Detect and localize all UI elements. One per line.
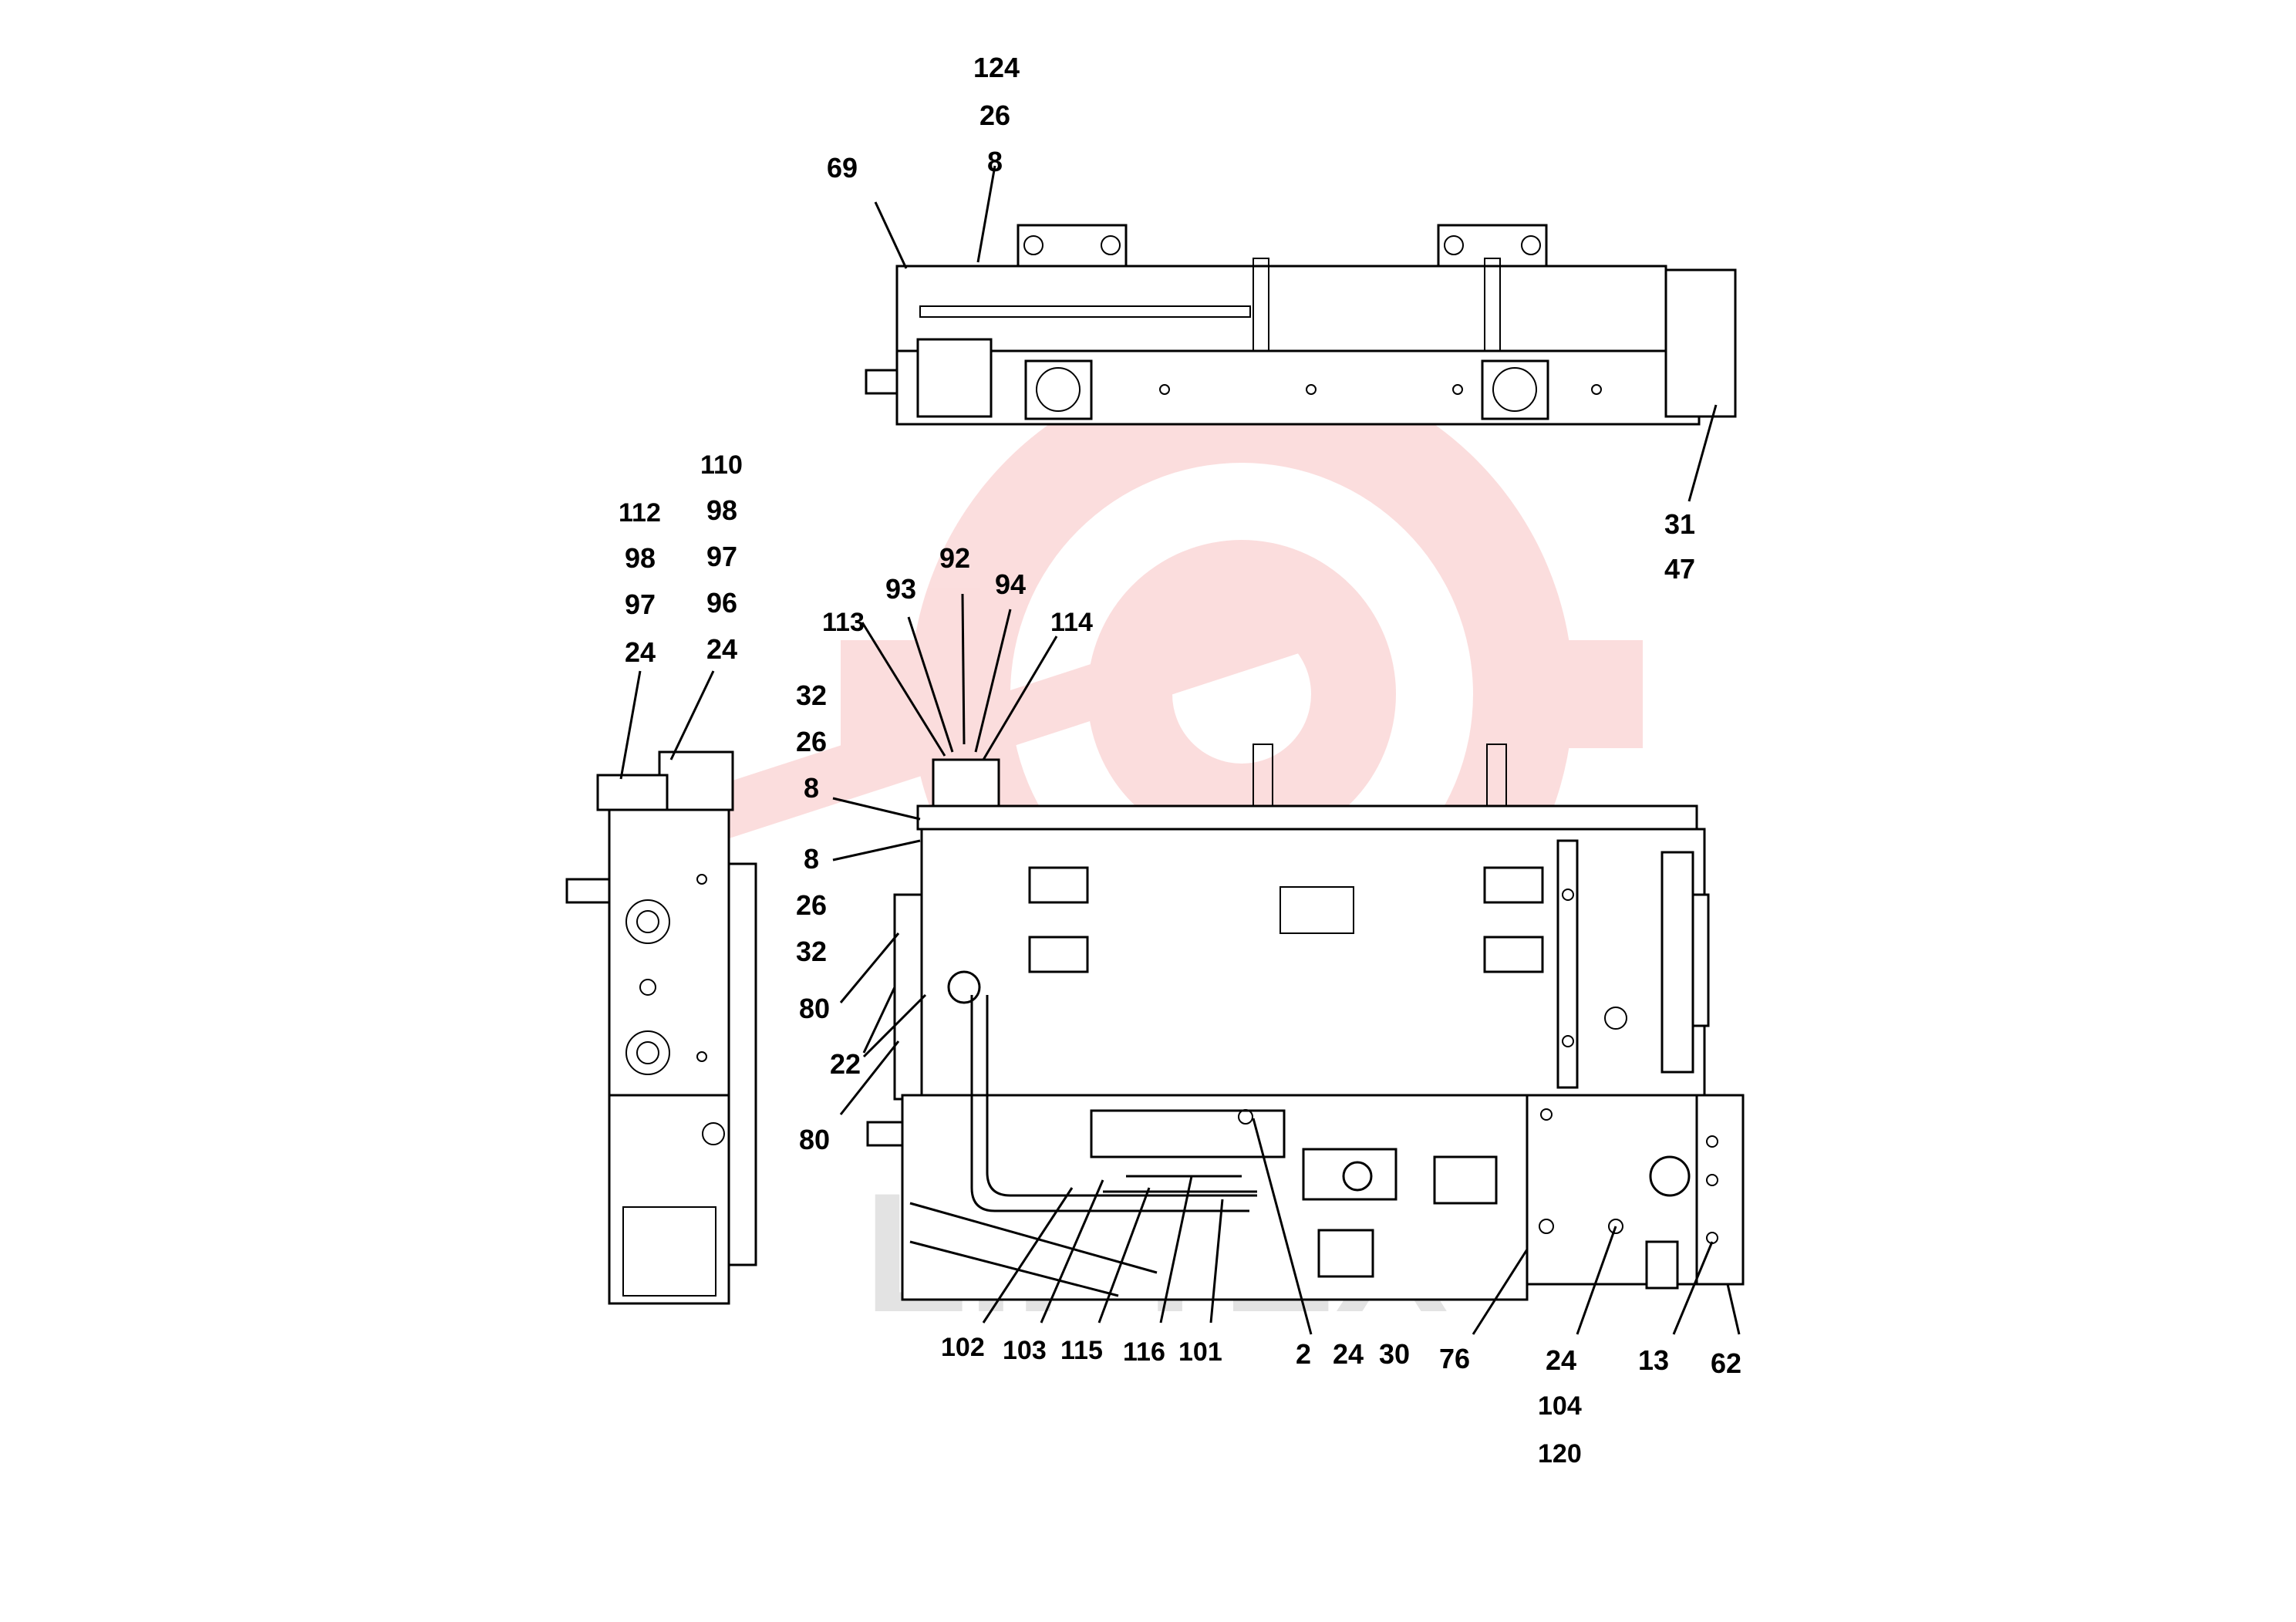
callout-97: 97 [706, 541, 737, 572]
callout-115: 115 [1060, 1336, 1103, 1365]
callout-92: 92 [939, 542, 970, 574]
callout-8: 8 [804, 772, 819, 804]
callout-98: 98 [625, 542, 656, 574]
callout-26: 26 [796, 889, 827, 921]
callout-30: 30 [1379, 1338, 1410, 1370]
callout-labels: 124 26 8 69 31 47 112 98 97 24 110 98 97… [619, 52, 1741, 1469]
callout-98: 98 [706, 494, 737, 526]
callout-22: 22 [830, 1048, 861, 1080]
callout-103: 103 [1003, 1336, 1047, 1365]
callout-32: 32 [796, 679, 827, 711]
leader-lines [619, 165, 1741, 1335]
callout-113: 113 [822, 608, 865, 637]
callout-32: 32 [796, 936, 827, 967]
callout-112: 112 [619, 498, 661, 528]
top-view-drawing [865, 224, 1737, 426]
callout-93: 93 [885, 573, 916, 605]
callout-80: 80 [799, 1124, 830, 1155]
callout-114: 114 [1050, 608, 1093, 637]
callout-101: 101 [1178, 1337, 1222, 1367]
callout-120: 120 [1538, 1439, 1582, 1469]
callout-116: 116 [1123, 1337, 1165, 1367]
callout-69: 69 [827, 152, 858, 184]
callout-102: 102 [941, 1333, 985, 1362]
callout-76: 76 [1439, 1343, 1470, 1374]
callout-97: 97 [625, 588, 656, 620]
callout-31: 31 [1664, 508, 1695, 540]
callout-47: 47 [1664, 553, 1695, 585]
front-view-drawing [866, 744, 1745, 1301]
callout-24: 24 [706, 633, 737, 665]
callout-24: 24 [625, 636, 656, 668]
callout-104: 104 [1538, 1391, 1582, 1421]
callout-8: 8 [987, 146, 1003, 177]
callout-24: 24 [1333, 1338, 1364, 1370]
callout-13: 13 [1638, 1344, 1669, 1376]
callout-8: 8 [804, 843, 819, 875]
callout-96: 96 [706, 587, 737, 619]
callout-26: 26 [979, 99, 1010, 131]
callout-26: 26 [796, 726, 827, 757]
side-view-drawing [565, 750, 757, 1305]
callout-24: 24 [1546, 1344, 1576, 1376]
callout-110: 110 [700, 450, 743, 480]
callout-124: 124 [973, 52, 1020, 83]
callout-62: 62 [1711, 1347, 1741, 1379]
callout-80: 80 [799, 993, 830, 1024]
callout-2: 2 [1296, 1338, 1311, 1370]
callout-94: 94 [995, 568, 1026, 600]
